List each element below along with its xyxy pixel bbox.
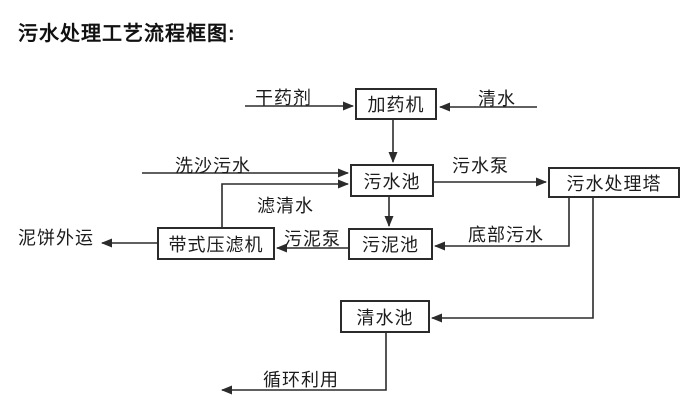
page-title: 污水处理工艺流程框图:	[18, 23, 236, 45]
node-sewage-pool: 污水池	[350, 164, 434, 197]
edge-label-sewage-pump: 污水泵	[452, 156, 509, 176]
node-sludge-pool: 污泥池	[348, 228, 433, 260]
edge-label-dry-agent: 干药剂	[255, 88, 312, 108]
edge-label-filtered-water: 滤清水	[257, 196, 314, 216]
edge-label-bottom-sewage: 底部污水	[468, 225, 544, 245]
edge-label-recycling: 循环利用	[263, 370, 339, 390]
node-dosing-machine: 加药机	[355, 88, 437, 120]
edge-bottom-sewage-arrow	[434, 198, 570, 251]
node-belt-filter-press: 带式压滤机	[157, 227, 275, 260]
edge-label-clean-water: 清水	[478, 89, 516, 109]
edge-label-sand-washing-sewage: 洗沙污水	[175, 156, 251, 176]
edge-label-mud-cake-out: 泥饼外运	[18, 228, 94, 248]
edge-recycling-arrow	[221, 333, 387, 395]
edge-label-sludge-pump: 污泥泵	[284, 229, 341, 249]
edge-tower-to-clean-arrow	[431, 198, 594, 323]
node-clean-water-pool: 清水池	[340, 300, 430, 333]
edge-filtered-water-arrow	[221, 179, 349, 227]
node-treatment-tower: 污水处理塔	[548, 167, 680, 198]
